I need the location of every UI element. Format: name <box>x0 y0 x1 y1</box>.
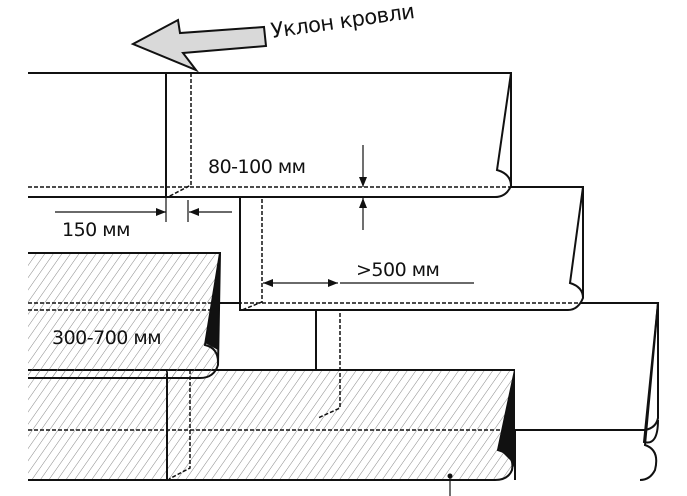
sheet-middle <box>220 186 584 311</box>
slope-arrow-icon <box>130 18 268 73</box>
end-overlap-label: 150 мм <box>62 219 130 241</box>
sheet-right <box>218 283 660 481</box>
dimension-end-overlap <box>55 197 232 222</box>
sheet-top <box>28 72 512 198</box>
sheet-left-hatched <box>28 252 222 379</box>
slope-label: Уклон кровли <box>269 0 415 43</box>
sheet-offset-label: 300-700 мм <box>52 327 161 349</box>
sheet-bottom-hatched <box>28 369 516 496</box>
vertical-overlap-label: 80-100 мм <box>208 156 306 178</box>
joint-offset-label: >500 мм <box>356 259 439 281</box>
